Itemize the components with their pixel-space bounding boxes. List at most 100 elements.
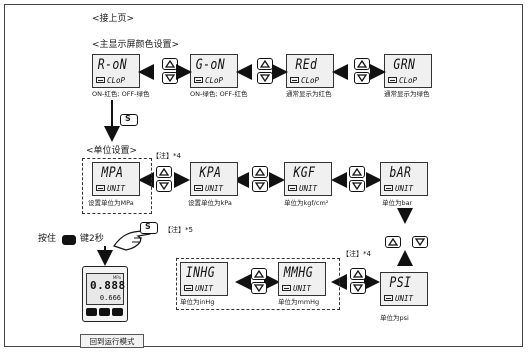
note-4a: 【注】*4 [152,152,181,160]
lcd-unit-mpa: MPA UNIT [92,162,140,196]
lcd-sub-text: UNIT [299,184,318,193]
note-4b: 【注】*4 [342,250,371,258]
lcd-unit-psi: PSI UNIT [380,272,428,306]
lcd-sub-text: UNIT [205,184,224,193]
set-button[interactable]: S [140,222,158,234]
triangle-down-icon [353,284,363,292]
page-frame [4,4,523,347]
lcd-main-text: MMHG [283,265,314,281]
up-button[interactable] [252,166,268,178]
caption-unit-inhg: 单位为inHg [180,298,215,306]
lcd-unit-kpa: KPA UNIT [190,162,238,196]
hand-pointer-icon [113,229,152,251]
triangle-up-icon [260,60,270,68]
triangle-down-icon [415,238,425,246]
set-button[interactable]: S [120,114,138,126]
device-key-down[interactable] [112,308,123,316]
caption-color-red: 通常显示为红色 [286,90,332,98]
triangle-up-icon [165,60,175,68]
lcd-main-text: PSI [389,275,412,291]
hold-suffix-label: 键2秒 [80,234,104,244]
up-button[interactable] [156,166,172,178]
down-button[interactable] [251,282,267,294]
lcd-main-text: KGF [293,165,316,181]
lcd-unit-inhg: INHG UNIT [180,262,228,296]
updown-buttons [160,58,180,86]
down-button[interactable] [252,180,268,192]
up-button[interactable] [251,268,267,280]
lcd-bar-icon [96,185,105,191]
triangle-down-icon [254,284,264,292]
note-5: 【注】*5 [164,226,193,234]
caption-unit-psi: 单位为psi [380,314,409,322]
lcd-bar-icon [184,285,193,291]
updown-buttons [154,166,174,194]
set-key-label: S [145,222,151,231]
down-button[interactable] [412,236,428,248]
updown-buttons [348,268,368,296]
device-key-set[interactable] [86,308,97,316]
main-color-heading: <主显示屏颜色设置> [92,40,180,50]
up-button[interactable] [354,58,370,70]
triangle-up-icon [353,270,363,278]
lcd-bar-icon [388,77,397,83]
lcd-sub-text: UNIT [195,284,214,293]
lcd-unit-mmhg: MMHG UNIT [278,262,326,296]
triangle-down-icon [260,74,270,82]
up-button[interactable] [349,166,365,178]
meter-device: MPa 0.888 0.666 [82,266,128,322]
lcd-sub-text: CLoP [399,76,418,85]
device-main-value: 0.888 [90,279,126,292]
lcd-main-text: R-oN [97,57,128,73]
caption-color-green: 通常显示为绿色 [384,90,430,98]
hg-units-box [176,258,340,310]
lcd-main-text: INHG [185,265,216,281]
down-button[interactable] [350,282,366,294]
lcd-sub-text: CLoP [205,76,224,85]
hold-key-icon[interactable] [62,235,76,245]
triangle-down-icon [352,182,362,190]
up-button[interactable] [350,268,366,280]
set-key-label: S [125,114,131,123]
lcd-main-text: bAR [389,165,412,181]
updown-buttons [250,166,270,194]
device-key-up[interactable] [99,308,110,316]
down-button[interactable] [349,180,365,192]
down-button[interactable] [354,72,370,84]
device-screen: MPa 0.888 0.666 [86,273,126,305]
triangle-down-icon [159,182,169,190]
device-unit-text: MPa [112,275,121,280]
device-sub-value: 0.666 [99,294,121,302]
updown-buttons [249,268,269,296]
triangle-down-icon [165,74,175,82]
lcd-main-text: G-oN [195,57,226,73]
unit-heading: <单位设置> [86,146,138,156]
lcd-bar-icon [194,77,203,83]
down-button[interactable] [162,72,178,84]
lcd-main-text: GRN [393,57,416,73]
triangle-down-icon [255,182,265,190]
continued-label: <接上页> [92,14,135,24]
lcd-sub-text: CLoP [107,76,126,85]
return-run-mode-button[interactable]: 回到运行模式 [80,334,144,348]
lcd-bar-icon [290,77,299,83]
up-button[interactable] [385,236,401,248]
lcd-bar-icon [384,185,393,191]
triangle-up-icon [255,168,265,176]
caption-unit-kgf: 单位为kgf/cm² [284,199,329,207]
lcd-bar-icon [288,185,297,191]
caption-color-r-on: ON-红色; OFF-绿色 [92,90,150,98]
lcd-main-text: REd [295,57,318,73]
hold-prefix-label: 按住 [38,234,57,244]
lcd-unit-kgf: KGF UNIT [284,162,332,196]
lcd-bar-icon [384,295,393,301]
up-button[interactable] [162,58,178,70]
caption-unit-mpa: 设置单位为MPa [88,199,134,207]
caption-unit-bar: 单位为bar [382,199,413,207]
device-keys [86,308,124,318]
down-button[interactable] [156,180,172,192]
lcd-main-text: MPA [101,165,124,181]
triangle-up-icon [388,238,398,246]
lcd-bar-icon [194,185,203,191]
